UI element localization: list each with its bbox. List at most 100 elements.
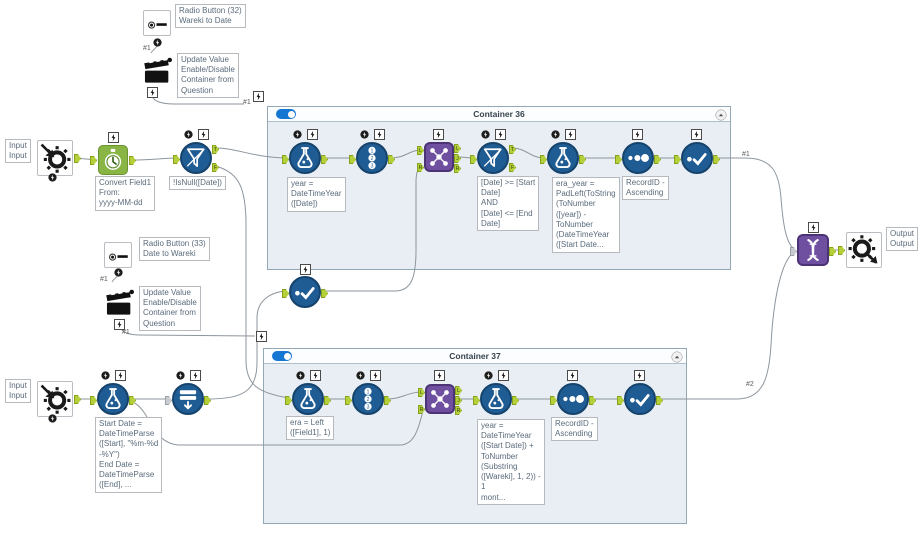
lightning-anchor-icon bbox=[310, 370, 321, 381]
macro-input-node[interactable] bbox=[37, 381, 81, 417]
lightning-anchor-icon bbox=[498, 370, 509, 381]
question-anchor-icon bbox=[176, 371, 185, 380]
formula-year-annotation: year = DateTimeYear ([Start Date]) + ToN… bbox=[477, 419, 545, 505]
formula-era-annotation: era = Left ([Field1], 1) bbox=[286, 416, 335, 441]
unique-middle-tool[interactable] bbox=[282, 276, 328, 310]
container-37-collapse-icon[interactable] bbox=[671, 350, 683, 363]
lightning-anchor-icon bbox=[108, 132, 119, 143]
lightning-anchor-icon bbox=[632, 129, 643, 140]
sort-icon bbox=[559, 395, 587, 417]
unique-tool[interactable] bbox=[674, 142, 720, 176]
lightning-anchor-icon bbox=[190, 370, 201, 381]
radio-button-icon bbox=[144, 21, 170, 41]
svg-text:1: 1 bbox=[367, 389, 370, 395]
svg-text:3: 3 bbox=[371, 163, 374, 169]
container-37-title: Container 37 bbox=[449, 351, 501, 361]
svg-text:2: 2 bbox=[371, 156, 374, 162]
sort-annotation: RecordID - Ascending bbox=[551, 417, 598, 442]
formula-dates-annotation: Start Date = DateTimeParse ([Start], "%m… bbox=[95, 417, 163, 493]
radio-button-32-tool[interactable] bbox=[143, 10, 171, 36]
unique-icon bbox=[291, 287, 319, 310]
connection-label: #1 bbox=[143, 45, 151, 52]
macro-input-label: Input Input bbox=[5, 379, 31, 404]
join-tool[interactable]: L R L J R bbox=[418, 384, 462, 416]
join-tool[interactable]: L R L J R bbox=[417, 142, 461, 173]
formula-icon bbox=[291, 147, 319, 176]
lightning-anchor-icon bbox=[115, 370, 126, 381]
lightning-anchor-icon bbox=[433, 129, 444, 140]
formula-year-annotation: year = DateTimeYear ([Date]) bbox=[287, 177, 346, 212]
join-icon bbox=[427, 390, 453, 416]
radio-33-annotation: Radio Button (33) Date to Wareki bbox=[139, 237, 210, 262]
question-anchor-icon bbox=[484, 371, 493, 380]
container-36-header: Container 36 bbox=[268, 107, 730, 122]
macro-output-node[interactable] bbox=[838, 232, 882, 268]
lightning-anchor-icon bbox=[307, 129, 318, 140]
radio-32-annotation: Radio Button (32) Wareki to Date bbox=[175, 4, 246, 29]
lightning-anchor-icon bbox=[370, 370, 381, 381]
append-fields-icon bbox=[174, 390, 202, 417]
question-anchor-icon bbox=[114, 268, 123, 277]
radio-button-33-tool[interactable] bbox=[104, 242, 132, 268]
filter-tool[interactable]: T F bbox=[173, 142, 219, 174]
lightning-anchor-icon bbox=[434, 370, 445, 381]
action-32-annotation: Update Value Enable/Disable Container fr… bbox=[177, 53, 239, 98]
action-update-value-32-tool[interactable] bbox=[140, 55, 174, 87]
connection-label: #1 bbox=[100, 276, 108, 283]
formula-icon bbox=[294, 388, 322, 417]
svg-text:3: 3 bbox=[367, 404, 370, 410]
filter-range-tool[interactable]: T F bbox=[470, 142, 516, 176]
sort-annotation: RecordID - Ascending bbox=[622, 176, 669, 201]
datetime-tool[interactable] bbox=[90, 145, 136, 178]
question-anchor-icon bbox=[481, 130, 490, 139]
svg-text:2: 2 bbox=[367, 397, 370, 403]
sort-tool[interactable] bbox=[550, 383, 596, 417]
question-anchor-icon bbox=[101, 371, 110, 380]
union-tool[interactable] bbox=[790, 234, 836, 268]
formula-era-year-tool[interactable] bbox=[540, 142, 586, 174]
macro-input-node[interactable] bbox=[37, 140, 81, 176]
question-anchor-icon bbox=[551, 130, 560, 139]
sort-tool[interactable] bbox=[615, 142, 661, 176]
action-clapperboard-icon bbox=[102, 289, 136, 325]
lightning-anchor-icon bbox=[253, 91, 264, 102]
container-37-toggle[interactable] bbox=[272, 351, 292, 361]
lightning-anchor-icon bbox=[198, 129, 209, 140]
datetime-icon bbox=[99, 148, 127, 178]
question-anchor-icon bbox=[360, 130, 369, 139]
question-anchor-icon bbox=[48, 173, 57, 182]
formula-dates-tool[interactable] bbox=[90, 383, 136, 417]
container-36-collapse-icon[interactable] bbox=[715, 108, 727, 121]
append-fields-tool[interactable] bbox=[165, 383, 211, 417]
lightning-anchor-icon bbox=[495, 129, 506, 140]
datetime-annotation: Convert Field1 From: yyyy-MM-dd bbox=[95, 176, 156, 211]
filter-range-annotation: [Date] >= [Start Date] AND [Date] <= [En… bbox=[477, 176, 540, 232]
formula-year-tool[interactable] bbox=[473, 383, 519, 417]
action-update-value-33-tool[interactable] bbox=[102, 287, 136, 319]
container-36-toggle[interactable] bbox=[276, 109, 296, 119]
union-icon bbox=[799, 239, 827, 268]
connection-label: #1 bbox=[243, 99, 251, 106]
macro-input-label: Input Input bbox=[5, 139, 31, 164]
lightning-anchor-icon bbox=[256, 331, 267, 342]
formula-year-tool[interactable] bbox=[282, 142, 328, 176]
filter-annotation: !IsNull([Date]) bbox=[169, 176, 226, 191]
unique-tool[interactable] bbox=[617, 383, 663, 417]
question-anchor-icon bbox=[296, 371, 305, 380]
sort-icon bbox=[624, 154, 652, 176]
connection-label: #2 bbox=[746, 381, 754, 388]
question-anchor-icon bbox=[356, 371, 365, 380]
formula-era-tool[interactable] bbox=[285, 383, 331, 417]
svg-text:1: 1 bbox=[371, 148, 374, 154]
container-36-title: Container 36 bbox=[473, 109, 525, 119]
unique-icon bbox=[626, 394, 654, 417]
unique-icon bbox=[683, 153, 711, 176]
formula-icon bbox=[99, 388, 127, 417]
question-anchor-icon bbox=[184, 130, 193, 139]
formula-icon bbox=[482, 388, 510, 417]
filter-icon bbox=[479, 148, 507, 176]
